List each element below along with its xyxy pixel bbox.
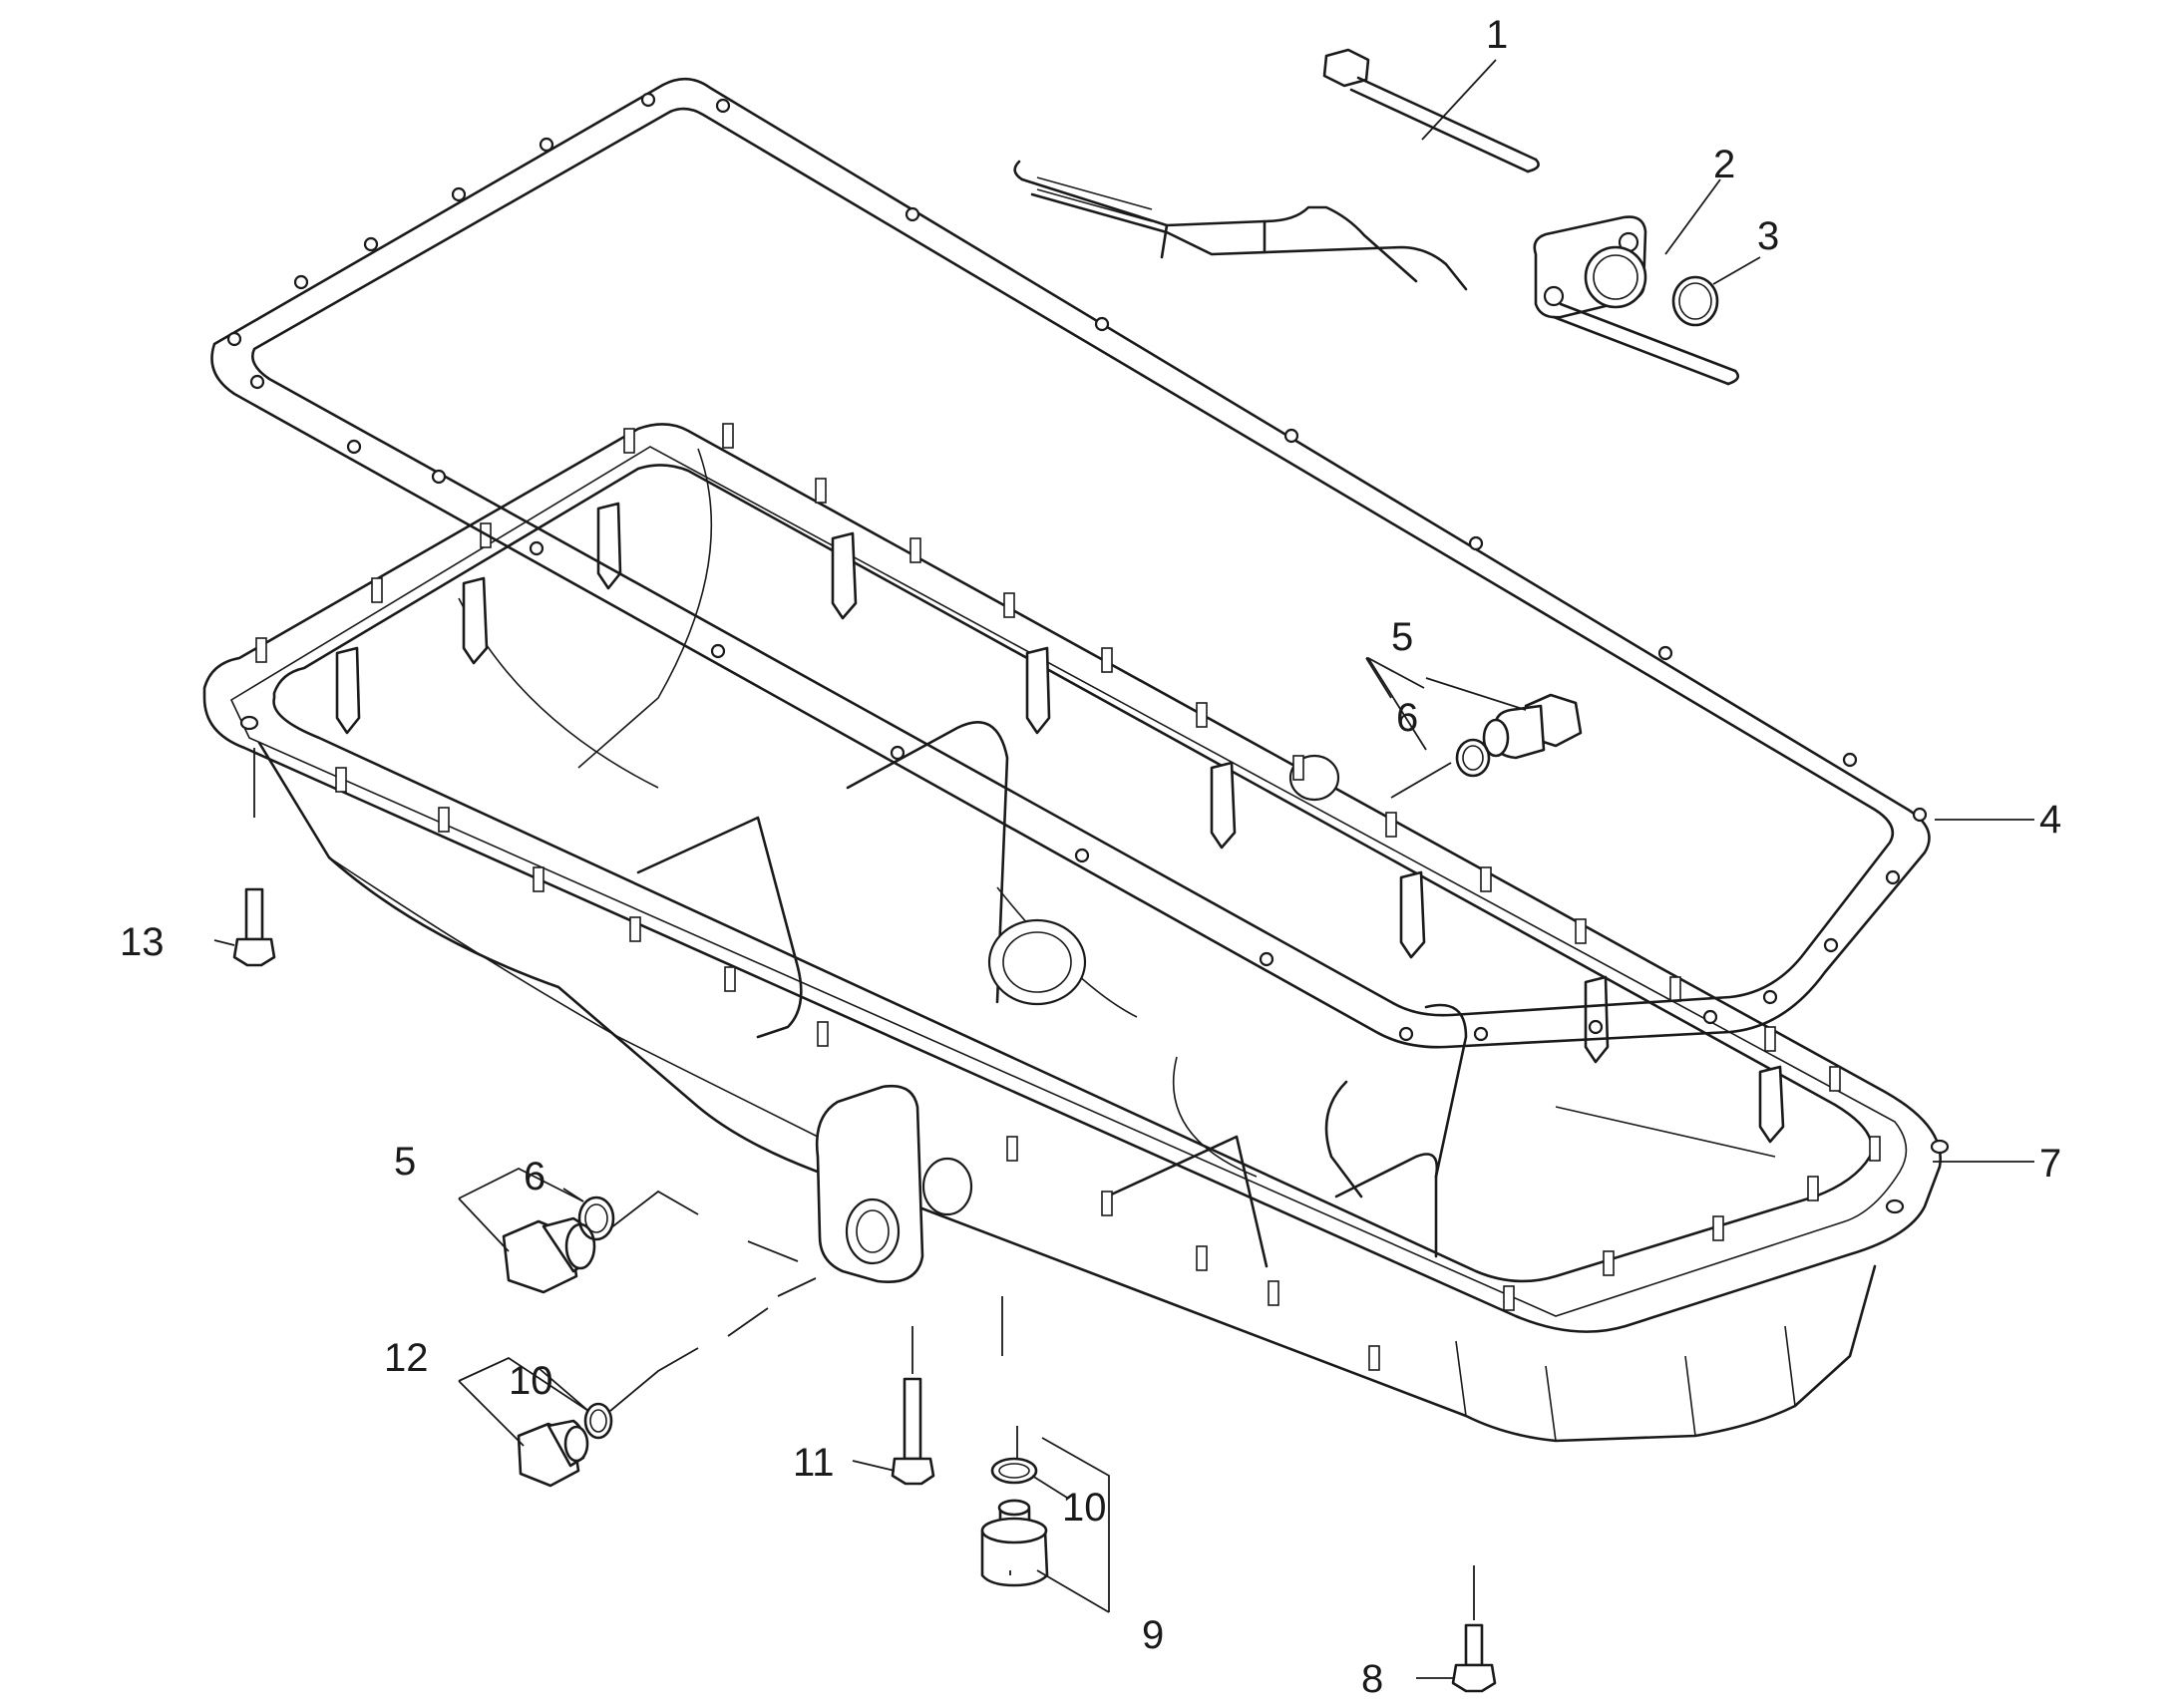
callout-10-bottom: 10	[1062, 1486, 1107, 1530]
callout-labels: 1 2 3 4 5 6 5 6 7 8 9 10 10 11 12 13	[120, 13, 2061, 1701]
callout-9: 9	[1142, 1613, 1164, 1657]
callout-1: 1	[1486, 13, 1508, 57]
bolt-1	[1322, 48, 1540, 173]
drain-plug-9	[980, 1457, 1049, 1587]
callout-7: 7	[2039, 1142, 2061, 1186]
callout-2: 2	[1713, 143, 1735, 186]
washer-10-left	[583, 1402, 613, 1440]
bolt-8	[1451, 1623, 1497, 1693]
callout-5-upper: 5	[1391, 615, 1413, 659]
callout-6-upper: 6	[1396, 696, 1418, 740]
callout-13: 13	[120, 920, 165, 964]
callout-5-left: 5	[394, 1140, 416, 1184]
washer-10-bottom	[990, 1457, 1038, 1485]
flange-studs	[255, 423, 1881, 1371]
baffle-ribs	[335, 502, 1785, 1144]
callout-12: 12	[384, 1336, 429, 1380]
callout-8: 8	[1361, 1657, 1383, 1701]
callout-6-left: 6	[524, 1155, 545, 1198]
oil-suction-tube	[1013, 48, 1740, 386]
bolt-13	[232, 887, 276, 967]
callout-4: 4	[2039, 798, 2061, 842]
callout-3: 3	[1757, 214, 1779, 258]
oil-pan-gasket	[210, 77, 1931, 1049]
bolt-11	[891, 1377, 935, 1486]
oil-pan	[202, 423, 1950, 1443]
o-ring-3	[1671, 275, 1719, 327]
gasket-bolt-holes	[226, 92, 1928, 1042]
callout-11: 11	[793, 1441, 835, 1485]
washer-6-left	[577, 1196, 615, 1241]
washer-6-upper	[1455, 738, 1491, 778]
drain-plug-upper	[1455, 693, 1583, 778]
leader-lines	[213, 59, 2034, 1679]
drain-plug-12	[517, 1402, 613, 1488]
callout-10-left: 10	[509, 1359, 553, 1403]
drain-plug-left	[502, 1196, 615, 1294]
